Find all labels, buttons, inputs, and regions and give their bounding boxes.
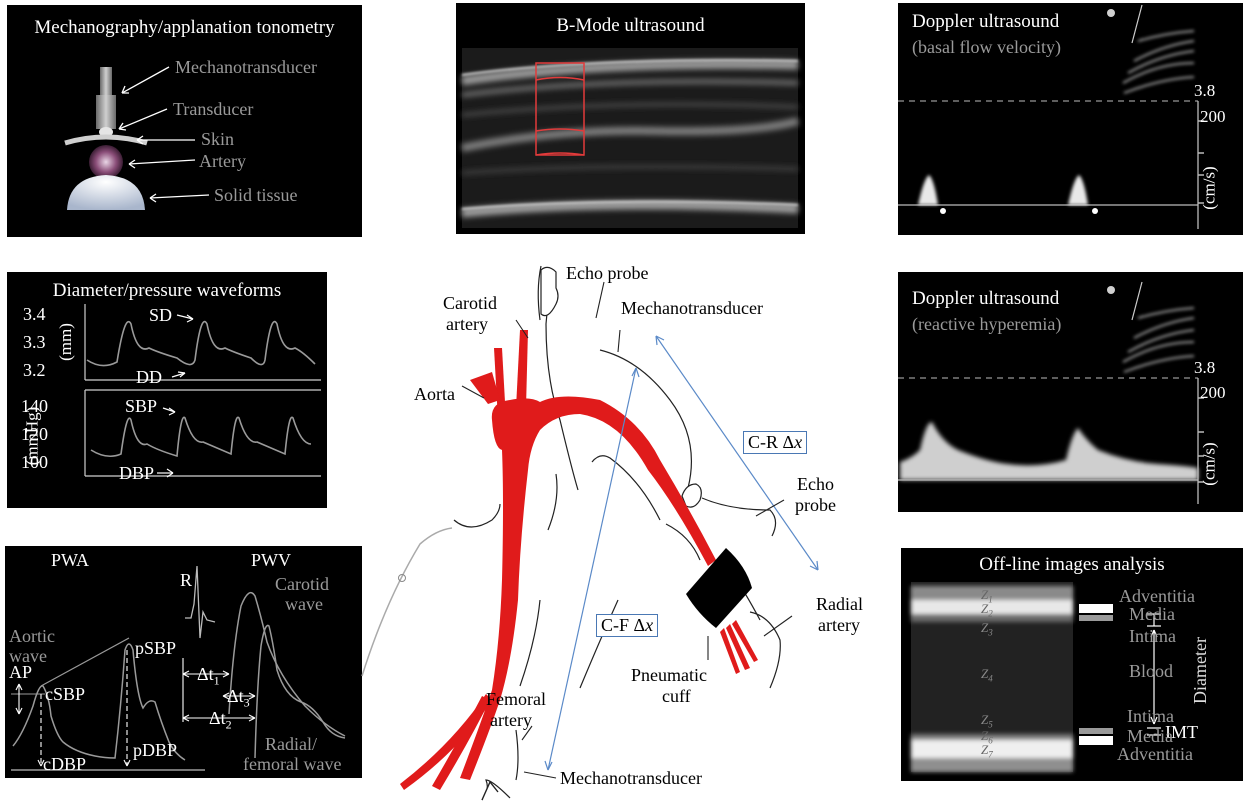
radial-artery-label-2: artery bbox=[818, 615, 860, 636]
radial-artery-label-1: Radial bbox=[816, 594, 863, 615]
carotid-artery-label-1: Carotid bbox=[443, 293, 497, 314]
pneumatic-cuff-label-2: cuff bbox=[662, 686, 691, 707]
pneumatic-cuff-icon bbox=[686, 548, 752, 628]
mechanotransducer-bottom-label: Mechanotransducer bbox=[560, 768, 702, 789]
mechanotransducer-top-label: Mechanotransducer bbox=[621, 298, 763, 319]
cf-distance-label: C-F Δx bbox=[596, 614, 658, 637]
echo-probe-top-icon bbox=[541, 267, 558, 315]
echo-probe-right-label-1: Echo bbox=[797, 474, 834, 495]
pneumatic-cuff-label-1: Pneumatic bbox=[631, 665, 707, 686]
aorta-label: Aorta bbox=[414, 384, 455, 405]
cr-distance-label: C-R Δx bbox=[743, 431, 807, 454]
femoral-artery-label-1: Femoral bbox=[486, 689, 546, 710]
femoral-artery-label-2: artery bbox=[490, 710, 532, 731]
echo-probe-right-label-2: probe bbox=[795, 495, 836, 516]
carotid-artery-label-2: artery bbox=[446, 314, 488, 335]
echo-probe-top-label: Echo probe bbox=[566, 263, 648, 284]
